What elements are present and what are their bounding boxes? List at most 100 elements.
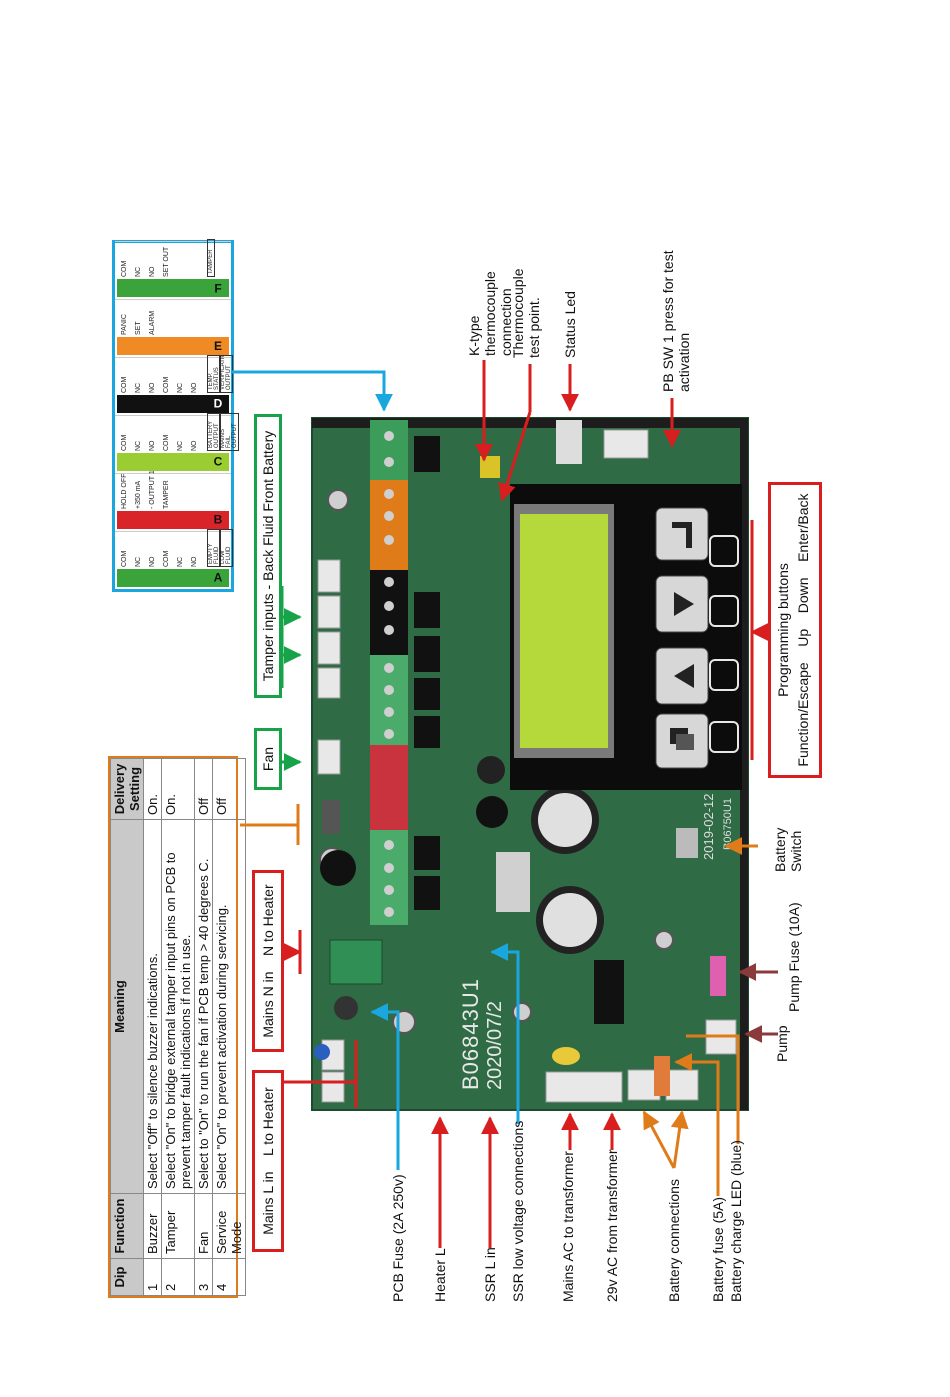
lcd-board-text: B06750U1 (722, 798, 734, 850)
terminal-block-color: E (117, 337, 229, 355)
terminal-pin-label: NO (191, 556, 198, 568)
k-type-label: K-type thermocouple connection (466, 230, 514, 356)
pb-sw1-text: PB SW 1 press for test activation (660, 250, 693, 392)
cell-delivery: On. (143, 758, 162, 820)
battery-switch-label: Battery Switch (772, 812, 804, 872)
pump-fuse-text: Pump Fuse (10A) (786, 902, 802, 1012)
cell-delivery: Off (194, 758, 213, 820)
ssr-l-text: SSR L in (482, 1247, 498, 1302)
k-type-text: K-type thermocouple connection (466, 271, 515, 356)
tamper-inputs-box: Tamper inputs - Back Fluid Front Battery (254, 414, 282, 698)
terminal-function-box: MAINS FAIL OUTPUT (219, 413, 239, 451)
terminal-pin-label: NC (135, 382, 142, 393)
programming-title: Programming buttons (775, 563, 791, 697)
terminal-pin-label: +350 mA (135, 480, 142, 509)
mains-ac-text: Mains AC to transformer (560, 1151, 576, 1302)
terminal-pin-label: ALARM (149, 310, 156, 335)
header-dip: Dip (110, 1258, 144, 1296)
fan-box: Fan (254, 728, 282, 790)
cell-delivery: Off (212, 758, 246, 820)
battery-fuse-label: Battery fuse (5A) (710, 1197, 726, 1302)
table-row: 2 Tamper Select "On" to bridge external … (161, 758, 195, 1296)
programming-buttons-label: Function/Escape Up Down Enter/Back (795, 493, 811, 767)
terminal-pin-label: HOLD OFF (121, 473, 128, 509)
pcb-fuse-text: PCB Fuse (2A 250v) (390, 1174, 406, 1302)
ac-29v-text: 29v AC from transformer (604, 1149, 620, 1303)
status-led-text: Status Led (562, 291, 578, 358)
table-row: 4 Service Mode Select "On" to prevent ac… (212, 758, 246, 1296)
terminal-pin-label: NO (191, 382, 198, 394)
mains-l-label: Mains L in L to Heater (260, 1087, 276, 1235)
pump-text: Pump (774, 1025, 790, 1062)
cell-dip: 1 (143, 1258, 162, 1296)
cell-function: Service Mode (212, 1193, 246, 1259)
cell-meaning: Select to "On" to run the fan if PCB tem… (194, 819, 213, 1194)
terminal-pin-label: NO (149, 556, 156, 568)
terminal-pin-label: NO (149, 266, 156, 278)
terminal-block-letter: C (213, 455, 223, 470)
mains-n-box: Mains N in N to Heater (252, 870, 284, 1052)
mains-l-box: Mains L in L to Heater (252, 1070, 284, 1252)
cell-function: Buzzer (143, 1193, 162, 1259)
terminal-block-color: B (117, 511, 229, 529)
dip-table-frame: Dip Function Meaning Delivery Setting 1 … (108, 756, 246, 1298)
terminal-pin-label: COM (121, 434, 128, 451)
cell-dip: 3 (194, 1258, 213, 1296)
programming-buttons-box: Programming buttons Function/Escape Up D… (768, 482, 822, 778)
pump-fuse-label: Pump Fuse (10A) (786, 902, 802, 1012)
cell-delivery: On. (161, 758, 195, 820)
terminal-pin-label: COM (163, 376, 170, 393)
heater-l-label: Heater L (432, 1248, 448, 1302)
heater-l-text: Heater L (432, 1248, 448, 1302)
terminal-pin-label: TAMPER (163, 480, 170, 509)
ssr-l-label: SSR L in (482, 1247, 498, 1302)
terminal-pin-label: COM (163, 550, 170, 567)
cell-meaning: Select "Off" to silence buzzer indicatio… (143, 819, 162, 1194)
terminal-block-letter: A (213, 571, 223, 586)
terminal-pin-label: NO (149, 382, 156, 394)
cell-meaning: Select "On" to prevent activation during… (212, 819, 246, 1194)
terminal-pin-label: NO (191, 440, 198, 452)
battery-fuse-text: Battery fuse (5A) (710, 1196, 726, 1302)
cell-function: Tamper (161, 1193, 195, 1259)
ac-29v-label: 29v AC from transformer (604, 1150, 620, 1303)
tamper-inputs-label: Tamper inputs - Back Fluid Front Battery (260, 430, 276, 682)
mains-ac-label: Mains AC to transformer (560, 1151, 576, 1302)
terminal-function-box: TAMPER (207, 239, 215, 277)
terminal-pin-label: NO (149, 440, 156, 452)
cell-function: Fan (194, 1193, 213, 1259)
terminal-pin-label: COM (121, 550, 128, 567)
terminal-pin-label: SET OUT (163, 246, 170, 277)
terminal-pin-label: NC (177, 440, 184, 451)
tc-test-text: Thermocouple test point. (510, 268, 543, 359)
pump-label: Pump (774, 1025, 790, 1062)
terminal-block-letter: F (214, 281, 222, 295)
board-date-text: 2020/07/2 (484, 1001, 506, 1090)
ssr-low-label: SSR low voltage connections (510, 1121, 526, 1302)
terminal-pin-label: NC (177, 556, 184, 567)
fan-label: Fan (260, 746, 276, 772)
cell-meaning: Select "On" to bridge external tamper in… (161, 819, 195, 1194)
terminal-block-color: C (117, 453, 229, 471)
header-meaning: Meaning (110, 819, 144, 1194)
table-row: 1 Buzzer Select "Off" to silence buzzer … (143, 758, 162, 1296)
terminal-block-letter: B (213, 513, 223, 528)
battery-led-text: Battery charge LED (blue) (728, 1140, 744, 1302)
terminal-function-box: LOW FLUID (219, 529, 233, 567)
terminal-block-color: A (117, 569, 229, 587)
terminal-pin-label: SET (135, 321, 142, 335)
battery-conn-label: Battery connections (666, 1179, 682, 1302)
status-led-label: Status Led (562, 291, 578, 358)
pcb-fuse-label: PCB Fuse (2A 250v) (390, 1174, 406, 1302)
battery-conn-text: Battery connections (666, 1179, 682, 1302)
battery-led-label: Battery charge LED (blue) (728, 1140, 744, 1302)
battery-switch-text: Battery Switch (772, 827, 805, 872)
table-row: 3 Fan Select to "On" to run the fan if P… (194, 758, 213, 1296)
